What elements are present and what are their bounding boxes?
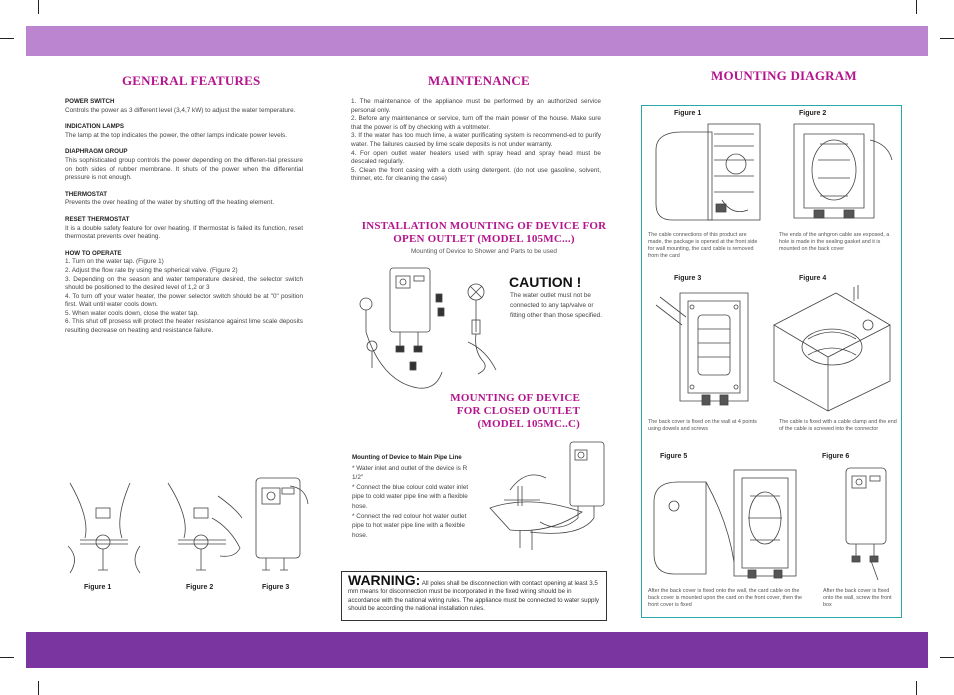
install-open-title: INSTALLATION MOUNTING OF DEVICE FOR OPEN… [346, 220, 622, 246]
section-heading: RESET THERMOSTAT [65, 215, 130, 223]
operate-step: 3. Depending on the season and water tem… [65, 275, 303, 292]
mounting-diagram-panel [641, 105, 902, 618]
caution-title: CAUTION ! [509, 274, 582, 290]
mount-figure-5-illustration [648, 462, 808, 584]
section-text: The lamp at the top indicates the power,… [65, 131, 288, 139]
maintenance-item: 1. The maintenance of the appliance must… [351, 98, 601, 114]
main-pipe-column: Mounting of Device to Main Pipe Line * W… [352, 453, 476, 540]
mount-closed-title-line: FOR CLOSED OUTLET [456, 405, 580, 417]
section-heading: INDICATION LAMPS [65, 123, 125, 131]
maintenance-item: 3. If the water has too much lime, a wat… [351, 132, 601, 148]
general-features-column: POWER SWITCH Controls the power as 3 dif… [65, 98, 303, 336]
mount-figure-caption: After the back cover is fixed onto the w… [823, 588, 892, 608]
shower-device-illustration [352, 262, 504, 392]
mount-figure-label: Figure 4 [799, 275, 827, 282]
operate-step: 5. When water cools down, close the wate… [65, 309, 199, 317]
mount-closed-title: MOUNTING OF DEVICE FOR CLOSED OUTLET (MO… [440, 392, 580, 431]
mount-figure-caption: The ends of the anhgron cable are expose… [779, 232, 890, 252]
operate-figure-3-illustration [250, 474, 312, 576]
warning-text: All poles shall be disconnection with co… [348, 580, 599, 613]
maintenance-column: 1. The maintenance of the appliance must… [351, 98, 601, 184]
mount-figure-1-illustration [652, 120, 770, 230]
section-heading: POWER SWITCH [65, 98, 115, 105]
crop-mark [0, 38, 14, 39]
operate-heading: HOW TO OPERATE [65, 249, 122, 257]
crop-mark [940, 657, 954, 658]
main-pipe-heading: Mounting of Device to Main Pipe Line [352, 454, 462, 461]
main-pipe-item: * Water inlet and outlet of the device i… [352, 464, 468, 482]
mount-figure-caption: The cable connections of this product ar… [648, 232, 758, 259]
caution-text: The water outlet must not be connected t… [510, 292, 603, 319]
mount-figure-label: Figure 5 [660, 453, 688, 460]
operate-step: 6. This shut off prosess will protect th… [65, 318, 303, 335]
maintenance-item: 2. Before any maintenance or service, tu… [351, 115, 601, 131]
mount-figure-caption: The cable is fixed with a cable clamp an… [779, 419, 897, 432]
main-pipe-item: * Connect the red colour hot water outle… [352, 512, 467, 539]
mount-closed-title-line: (MODEL 105MC..C) [477, 418, 580, 430]
operate-figure-2-illustration [160, 478, 248, 578]
maintenance-title: MAINTENANCE [428, 73, 530, 88]
operate-figure-label: Figure 2 [186, 584, 214, 591]
section-text: It is a double safety feature for over h… [65, 224, 303, 241]
install-open-subtitle: Mounting of Device to Shower and Parts t… [410, 248, 557, 255]
maintenance-item: 4. For open outlet water heaters used wi… [351, 149, 601, 166]
mount-figure-label: Figure 1 [674, 110, 702, 117]
crop-mark [940, 38, 954, 39]
closed-outlet-illustration [470, 438, 610, 554]
mount-closed-title-line: MOUNTING OF DEVICE [450, 392, 580, 404]
mount-figure-caption: The back cover is fixed on the wall at 4… [648, 419, 757, 432]
section-heading: DIAPHRAGM GROUP [65, 148, 128, 156]
maintenance-item: 5. Clean the front casing with a cloth u… [351, 166, 601, 183]
mount-figure-6-illustration [840, 462, 896, 584]
top-color-band [26, 26, 928, 56]
mount-figure-2-illustration [784, 120, 896, 230]
spray-head-illustration [460, 280, 504, 376]
bottom-color-band [26, 632, 928, 668]
mount-figure-4-illustration [766, 285, 896, 413]
section-text: This sophisticated group controls the po… [65, 156, 303, 182]
operate-step: 4. To turn off your water heater, the po… [65, 292, 303, 309]
operate-figure-label: Figure 1 [84, 584, 112, 591]
general-features-title: GENERAL FEATURES [122, 73, 261, 88]
mount-figure-label: Figure 6 [822, 453, 850, 460]
install-open-title-line: OPEN OUTLET (MODEL 105MC...) [393, 233, 575, 245]
install-open-title-line: INSTALLATION MOUNTING OF DEVICE FOR [361, 220, 607, 232]
mount-figure-3-illustration [652, 285, 766, 413]
section-text: Prevents the over heating of the water b… [65, 199, 275, 207]
section-text: Controls the power as 3 different level … [65, 106, 296, 114]
main-pipe-item: * Connect the blue colour cold water inl… [352, 483, 469, 510]
crop-mark [38, 0, 39, 14]
crop-mark [38, 681, 39, 695]
section-heading: THERMOSTAT [65, 190, 108, 198]
crop-mark [916, 0, 917, 14]
warning-title: WARNING: [348, 572, 421, 588]
operate-step: 1. Turn on the water tap. (Figure 1) [65, 258, 164, 266]
crop-mark [916, 681, 917, 695]
mount-figure-label: Figure 3 [674, 275, 702, 282]
mount-figure-label: Figure 2 [799, 110, 827, 117]
warning-box: WARNING: All poles shall be disconnectio… [341, 571, 607, 621]
operate-figure-label: Figure 3 [262, 584, 290, 591]
operate-figure-1-illustration [60, 478, 148, 578]
mounting-diagram-title: MOUNTING DIAGRAM [711, 68, 857, 83]
operate-step: 2. Adjust the flow rate by using the sph… [65, 266, 238, 274]
crop-mark [0, 657, 14, 658]
mount-figure-caption: After the back cover is fixed onto the w… [648, 588, 803, 608]
